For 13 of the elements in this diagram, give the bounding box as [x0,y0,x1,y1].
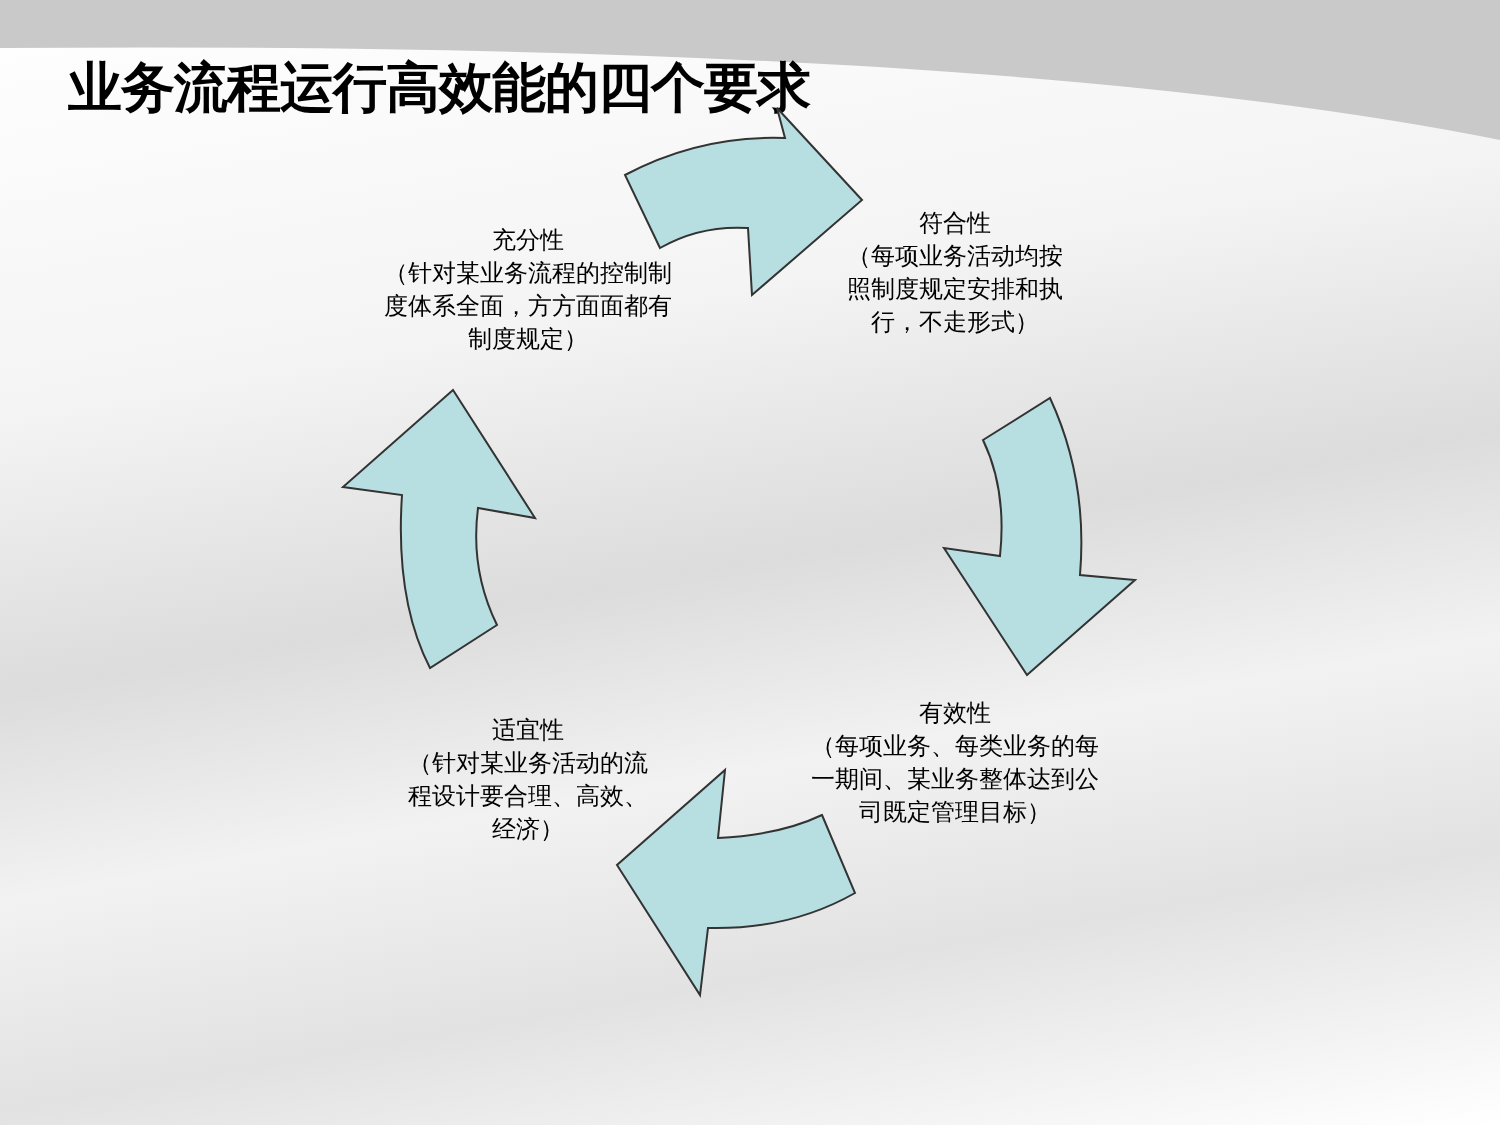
heading-text: 有效性 [918,698,992,729]
description-text: （针对某业务活动的流程设计要合理、高效、经济） [407,748,649,845]
title: 业务流程运行高效能的四个要求 [68,55,810,121]
heading-text: 充分性 [491,225,565,256]
curved-arrow [616,769,856,996]
curved-arrow [624,107,863,296]
description-text: （每项业务、每类业务的每一期间、某业务整体达到公司既定管理目标） [810,731,1100,828]
heading-text: 符合性 [918,208,992,239]
heading-text: 适宜性 [491,715,565,746]
curved-arrow [943,397,1136,676]
description-text: （每项业务活动均按照制度规定安排和执行，不走形式） [846,241,1064,338]
description-text: （针对某业务流程的控制制度体系全面，方方面面都有制度规定） [383,258,673,355]
curved-arrow [342,389,536,669]
